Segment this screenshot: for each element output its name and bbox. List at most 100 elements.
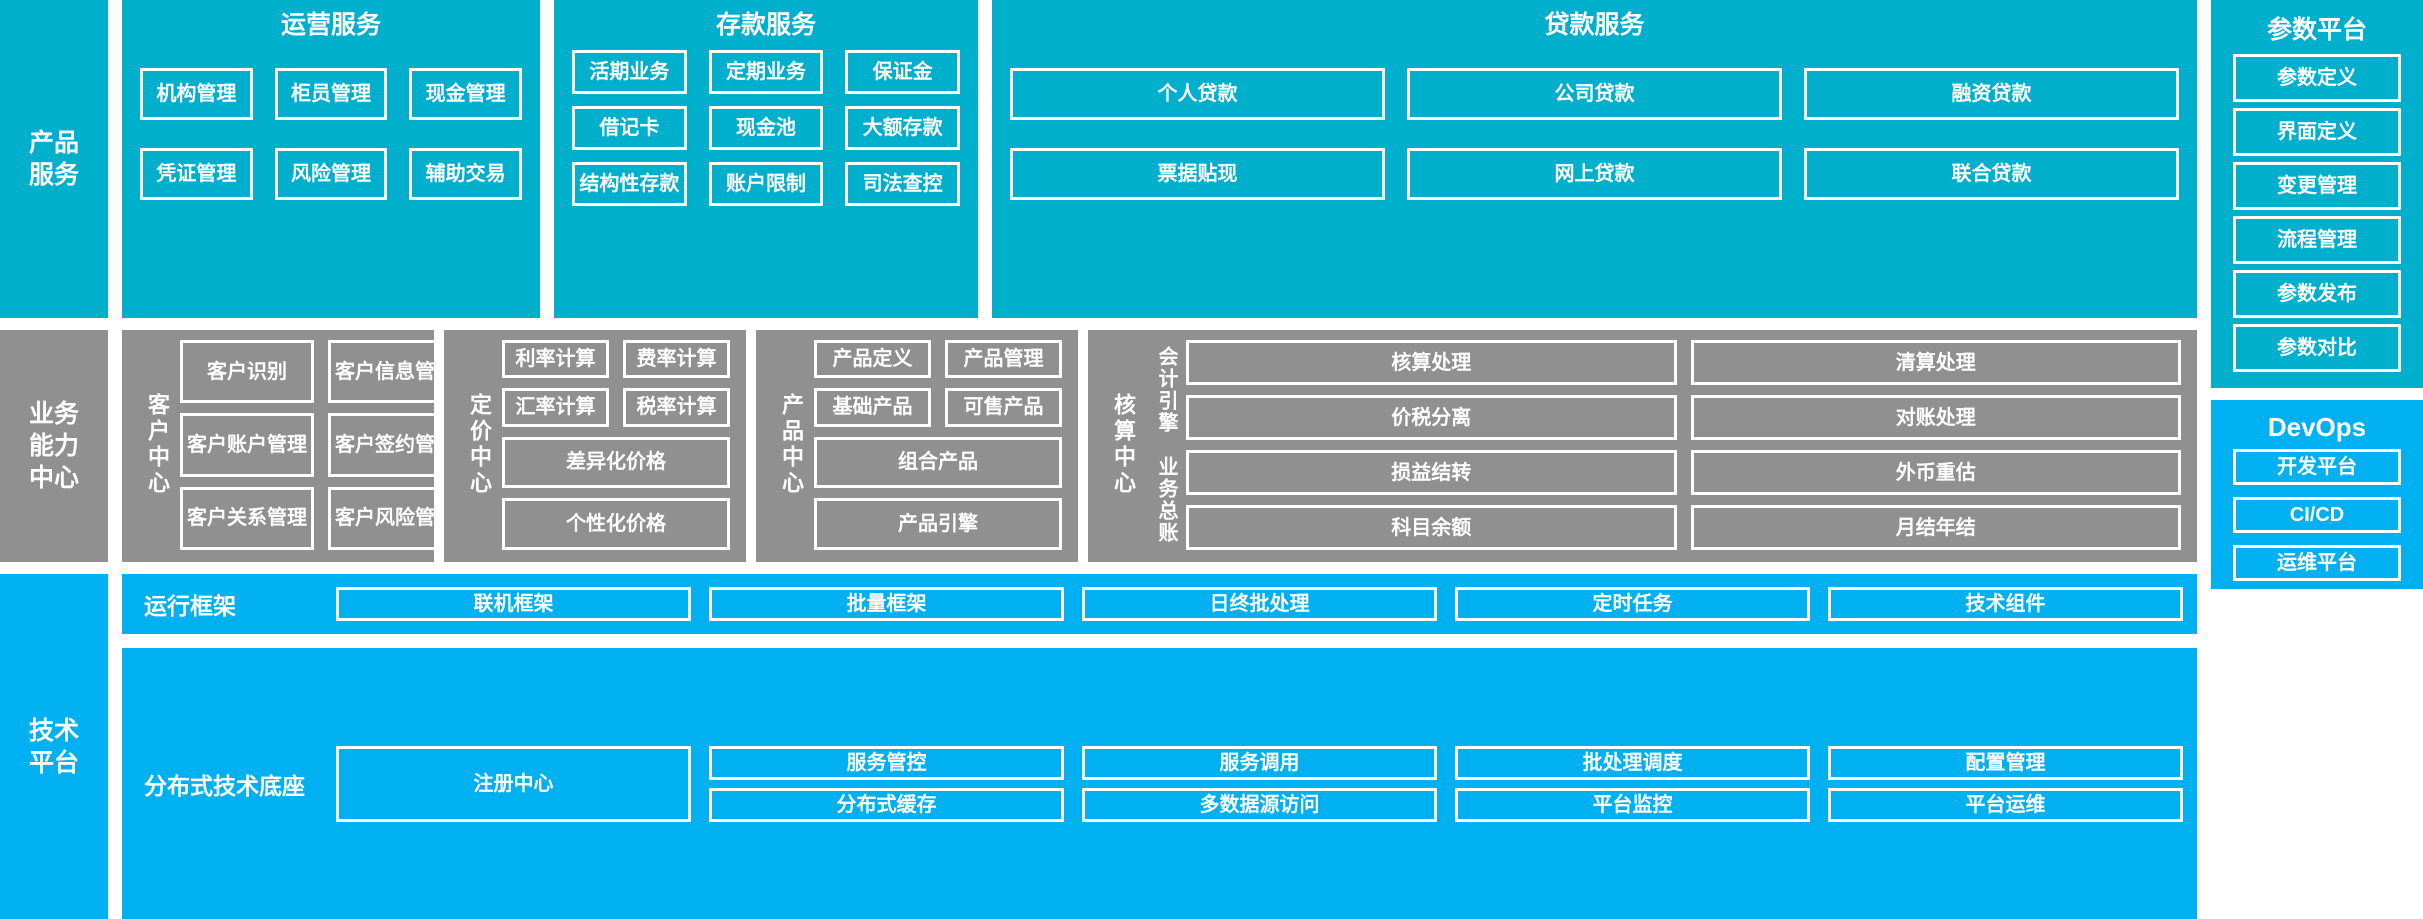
tile-price-tax-separation[interactable]: 价税分离 xyxy=(1186,395,1677,440)
tile-list-devops: 开发平台 CI/CD 运维平台 xyxy=(2233,449,2401,581)
tile-sellable-product[interactable]: 可售产品 xyxy=(945,388,1062,427)
tile-composite-product[interactable]: 组合产品 xyxy=(814,436,1062,489)
layer-label-technical-platform: 技术 平台 xyxy=(0,574,108,919)
tile-interest-rate-calculation[interactable]: 利率计算 xyxy=(502,340,609,379)
subgroup-label-business-general-ledger: 业务总账 xyxy=(1155,456,1177,544)
tile-development-platform[interactable]: 开发平台 xyxy=(2233,449,2401,485)
tile-account-restriction[interactable]: 账户限制 xyxy=(708,162,824,206)
tile-cash-management[interactable]: 现金管理 xyxy=(409,68,522,120)
tile-list-parameter-platform: 参数定义 界面定义 变更管理 流程管理 参数发布 参数对比 xyxy=(2233,50,2401,374)
group-loan-services: 贷款服务 个人贷款 公司贷款 融资贷款 票据贴现 网上贷款 联合贷款 xyxy=(992,0,2197,318)
center-customer: 客户中心 客户识别 客户信息管理 客户账户管理 客户签约管理 客户关系管理 客户… xyxy=(122,330,462,562)
tile-grid-accounting-engine: 核算处理 清算处理 价税分离 对账处理 xyxy=(1186,340,2181,440)
technical-platform-strips: 运行框架 联机框架 批量框架 日终批处理 定时任务 技术组件 分布式技术底座 注… xyxy=(122,574,2197,919)
tile-parameter-definition[interactable]: 参数定义 xyxy=(2233,54,2401,102)
strip-label-distributed-technology-base: 分布式技术底座 xyxy=(144,772,305,799)
tile-structured-deposit[interactable]: 结构性存款 xyxy=(572,162,687,206)
group-title-operation-services: 运营服务 xyxy=(280,11,381,39)
tile-distributed-cache[interactable]: 分布式缓存 xyxy=(709,787,1064,822)
layer-label-business-capability-line3: 中心 xyxy=(28,464,79,492)
tile-bill-discount[interactable]: 票据贴现 xyxy=(1010,148,1385,200)
tile-operations-platform[interactable]: 运维平台 xyxy=(2233,545,2401,581)
tile-differentiated-pricing[interactable]: 差异化价格 xyxy=(502,436,730,489)
tile-judicial-inquiry-control[interactable]: 司法查控 xyxy=(845,162,960,206)
group-title-loan-services: 贷款服务 xyxy=(1544,11,1645,39)
panel-title-devops: DevOps xyxy=(2267,412,2367,442)
tile-grid-distributed-technology-base: 注册中心 服务管控 服务调用 批处理调度 配置管理 分布式缓存 多数据源访问 平… xyxy=(336,745,2183,822)
tile-product-definition[interactable]: 产品定义 xyxy=(814,340,931,379)
layer-label-product-service-line1: 产品 xyxy=(28,129,79,157)
tile-joint-loan[interactable]: 联合贷款 xyxy=(1804,148,2179,200)
center-pricing: 定价中心 利率计算 费率计算 汇率计算 税率计算 差异化价格 个性化价格 xyxy=(444,330,746,562)
tile-parameter-release[interactable]: 参数发布 xyxy=(2233,270,2401,318)
center-accounting: 核算中心 会计引擎 核算处理 清算处理 价税分离 对账处理 业务总账 xyxy=(1088,330,2197,562)
tile-customer-contract-management[interactable]: 客户签约管理 xyxy=(328,413,462,477)
tile-grid-customer-center: 客户识别 客户信息管理 客户账户管理 客户签约管理 客户关系管理 客户风险管理 xyxy=(180,340,462,550)
tile-service-invocation[interactable]: 服务调用 xyxy=(1082,745,1437,780)
tile-grid-business-general-ledger: 损益结转 外币重估 科目余额 月结年结 xyxy=(1186,450,2181,550)
tile-organization-management[interactable]: 机构管理 xyxy=(140,68,253,120)
tile-financing-loan[interactable]: 融资贷款 xyxy=(1804,68,2179,120)
tile-online-framework[interactable]: 联机框架 xyxy=(336,587,691,621)
tile-customer-identification[interactable]: 客户识别 xyxy=(180,340,314,404)
layer-label-product-service: 产品 服务 xyxy=(0,0,108,318)
tile-scheduled-task[interactable]: 定时任务 xyxy=(1455,587,1810,621)
product-service-groups: 运营服务 机构管理 柜员管理 现金管理 凭证管理 风险管理 辅助交易 存款服务 … xyxy=(122,0,2197,318)
tile-parameter-comparison[interactable]: 参数对比 xyxy=(2233,324,2401,372)
tile-debit-card[interactable]: 借记卡 xyxy=(572,106,687,150)
tile-batch-framework[interactable]: 批量框架 xyxy=(709,587,1064,621)
center-label-customer: 客户中心 xyxy=(145,393,170,497)
tile-service-governance[interactable]: 服务管控 xyxy=(709,745,1064,780)
technical-platform-band: 技术 平台 运行框架 联机框架 批量框架 日终批处理 定时任务 技术组件 分布式… xyxy=(0,574,2423,919)
tile-customer-risk-management[interactable]: 客户风险管理 xyxy=(328,486,462,550)
tile-customer-information-management[interactable]: 客户信息管理 xyxy=(328,340,462,404)
tile-fee-rate-calculation[interactable]: 费率计算 xyxy=(623,340,730,379)
tile-reconciliation-processing[interactable]: 对账处理 xyxy=(1690,395,2181,440)
group-deposit-services: 存款服务 活期业务 定期业务 保证金 借记卡 现金池 大额存款 结构性存款 账户… xyxy=(554,0,978,318)
tile-foreign-currency-revaluation[interactable]: 外币重估 xyxy=(1690,450,2181,495)
strip-label-runtime-framework: 运行框架 xyxy=(144,593,236,619)
tile-configuration-management[interactable]: 配置管理 xyxy=(1828,745,2183,780)
tile-technical-component[interactable]: 技术组件 xyxy=(1828,587,2183,621)
tile-settlement-processing[interactable]: 清算处理 xyxy=(1690,340,2181,385)
tile-customer-account-management[interactable]: 客户账户管理 xyxy=(180,413,314,477)
tile-change-management[interactable]: 变更管理 xyxy=(2233,162,2401,210)
tile-cicd[interactable]: CI/CD xyxy=(2233,497,2401,533)
tile-profit-loss-carryover[interactable]: 损益结转 xyxy=(1186,450,1677,495)
tile-large-deposit[interactable]: 大额存款 xyxy=(845,106,960,150)
tile-product-engine[interactable]: 产品引擎 xyxy=(814,498,1062,550)
tile-account-balance[interactable]: 科目余额 xyxy=(1186,505,1677,550)
tile-base-product[interactable]: 基础产品 xyxy=(814,388,931,427)
layer-label-technical-platform-line1: 技术 xyxy=(28,716,79,745)
tile-demand-business[interactable]: 活期业务 xyxy=(572,50,687,94)
tile-accounting-processing[interactable]: 核算处理 xyxy=(1186,340,1677,385)
tile-month-year-end-closing[interactable]: 月结年结 xyxy=(1690,505,2181,550)
center-label-product: 产品中心 xyxy=(779,393,804,497)
tile-customer-relationship-management[interactable]: 客户关系管理 xyxy=(180,486,314,550)
accounting-subgroups: 会计引擎 核算处理 清算处理 价税分离 对账处理 业务总账 损益结转 外币重估 xyxy=(1146,340,2181,550)
tile-tax-rate-calculation[interactable]: 税率计算 xyxy=(623,388,730,427)
tile-grid-deposit-services: 活期业务 定期业务 保证金 借记卡 现金池 大额存款 结构性存款 账户限制 司法… xyxy=(572,50,960,304)
tile-product-management[interactable]: 产品管理 xyxy=(945,340,1062,379)
tile-batch-processing-scheduling[interactable]: 批处理调度 xyxy=(1455,745,1810,780)
tile-exchange-rate-calculation[interactable]: 汇率计算 xyxy=(502,388,609,427)
tile-process-management[interactable]: 流程管理 xyxy=(2233,216,2401,264)
tile-interface-definition[interactable]: 界面定义 xyxy=(2233,108,2401,156)
tile-time-business[interactable]: 定期业务 xyxy=(708,50,824,94)
tile-online-loan[interactable]: 网上贷款 xyxy=(1407,148,1782,200)
tile-teller-management[interactable]: 柜员管理 xyxy=(274,68,388,120)
tile-registry-center[interactable]: 注册中心 xyxy=(336,745,691,822)
tile-corporate-loan[interactable]: 公司贷款 xyxy=(1407,68,1782,120)
tile-platform-monitoring[interactable]: 平台监控 xyxy=(1455,787,1810,822)
tile-cash-pool[interactable]: 现金池 xyxy=(708,106,824,150)
tile-margin-deposit[interactable]: 保证金 xyxy=(845,50,960,94)
tile-platform-operations[interactable]: 平台运维 xyxy=(1828,787,2183,822)
tile-grid-operation-services: 机构管理 柜员管理 现金管理 凭证管理 风险管理 辅助交易 xyxy=(140,50,522,304)
tile-voucher-management[interactable]: 凭证管理 xyxy=(140,148,253,200)
tile-end-of-day-batch-processing[interactable]: 日终批处理 xyxy=(1082,587,1437,621)
tile-risk-management[interactable]: 风险管理 xyxy=(274,148,388,200)
tile-personalized-pricing[interactable]: 个性化价格 xyxy=(502,498,730,550)
tile-multi-datasource-access[interactable]: 多数据源访问 xyxy=(1082,787,1437,822)
tile-auxiliary-transaction[interactable]: 辅助交易 xyxy=(409,148,522,200)
tile-personal-loan[interactable]: 个人贷款 xyxy=(1010,68,1385,120)
